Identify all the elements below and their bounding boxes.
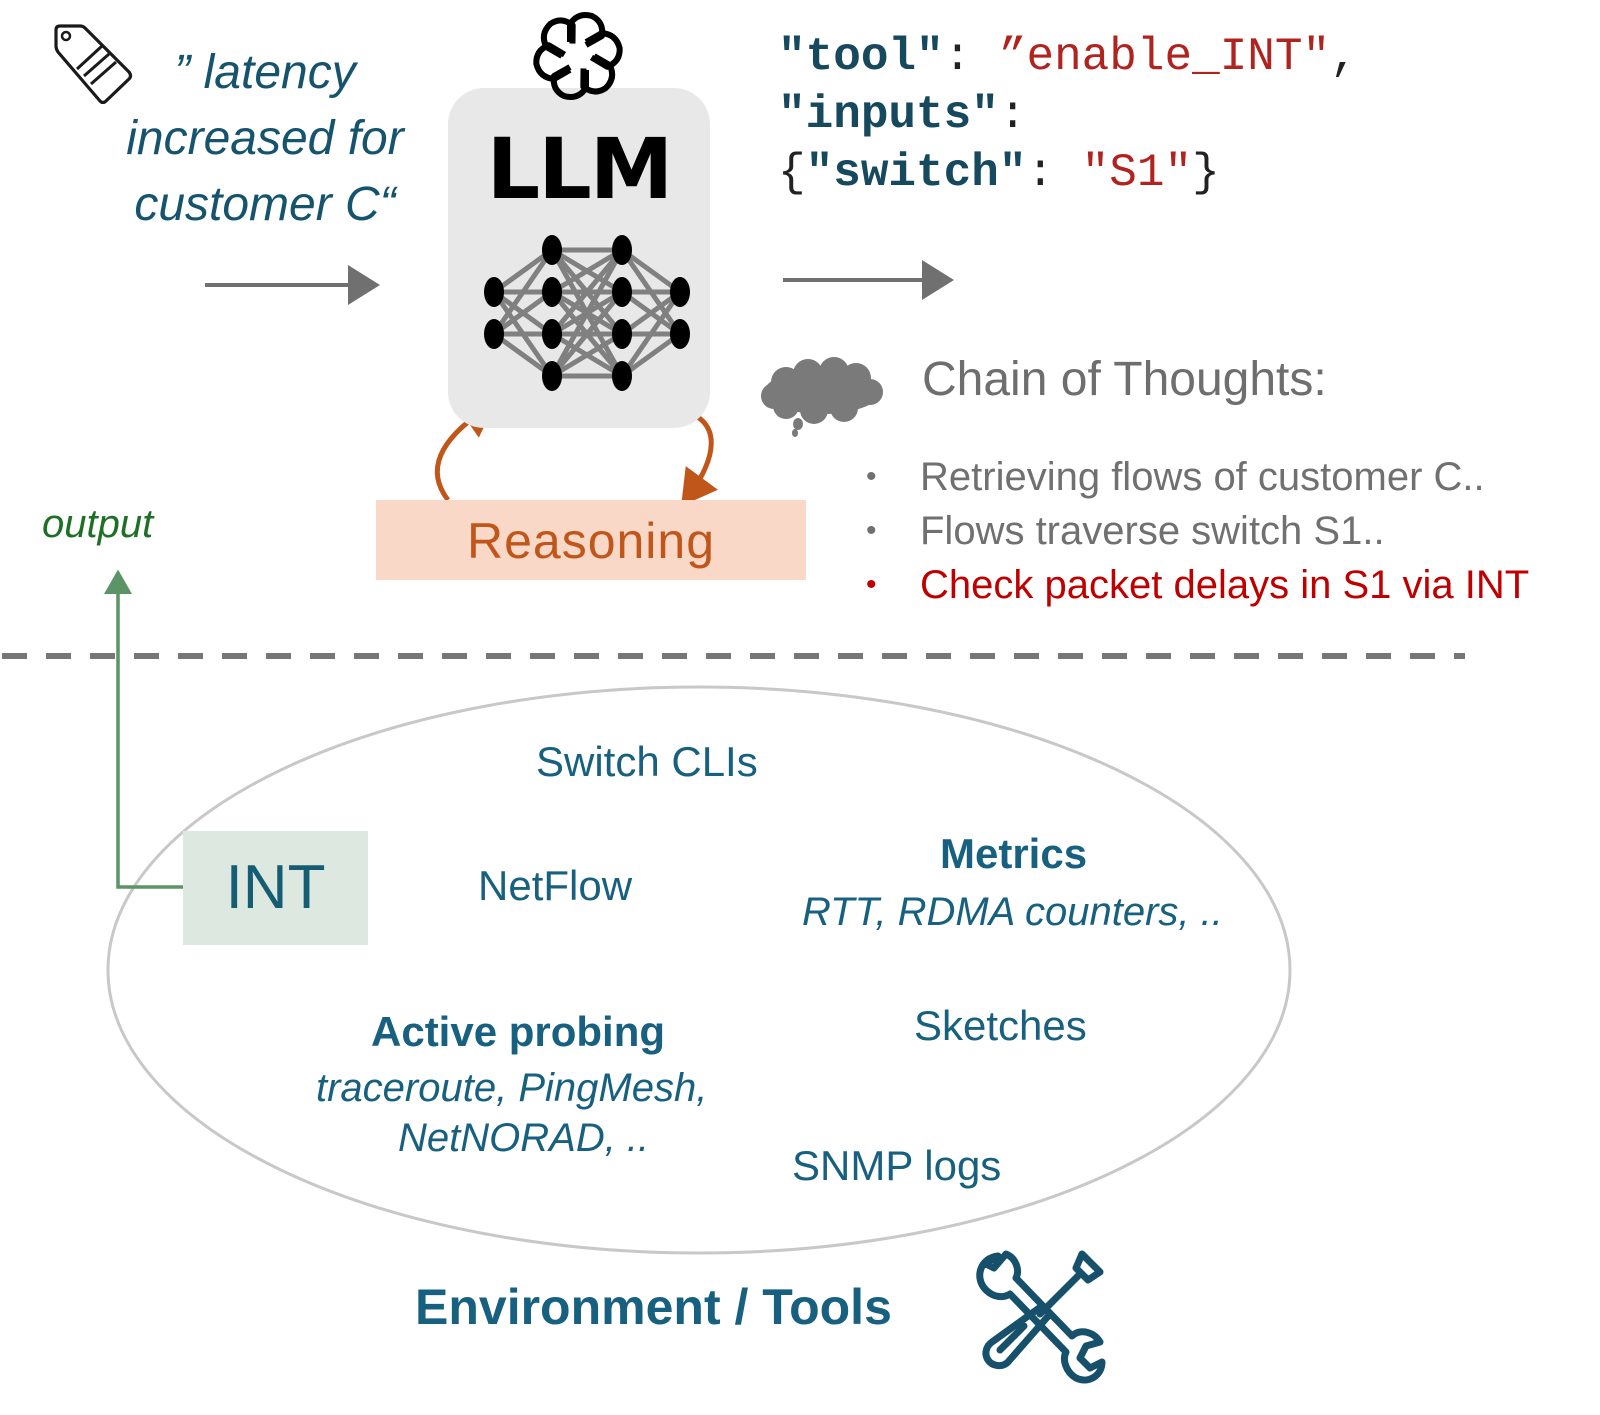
openai-logo-icon — [528, 6, 628, 106]
nn-node — [484, 277, 504, 307]
nn-edge — [549, 248, 625, 378]
nn-node — [612, 235, 632, 265]
inputs-key: "inputs" — [778, 89, 999, 141]
tag-icon — [54, 24, 133, 104]
nn-edge — [619, 290, 683, 378]
neural-network-icon — [484, 235, 690, 391]
nn-node — [612, 277, 632, 307]
chain-of-thoughts-title: Chain of Thoughts: — [922, 353, 1327, 406]
switch-key: "switch" — [805, 147, 1027, 199]
nn-edge — [550, 248, 624, 336]
tool-metrics-title: Metrics — [940, 830, 1088, 877]
nn-edge — [550, 290, 624, 378]
thought-cloud-icon — [761, 357, 883, 437]
nn-node — [542, 235, 562, 265]
tool-metrics-detail: RTT, RDMA counters, .. — [802, 890, 1223, 934]
tool-active-probing-detail-1: traceroute, PingMesh, — [316, 1066, 708, 1110]
tool-sketches: Sketches — [914, 1002, 1087, 1049]
llm-box — [448, 88, 710, 428]
nn-node — [612, 319, 632, 349]
nn-node — [542, 361, 562, 391]
nn-node — [484, 319, 504, 349]
nn-node — [670, 277, 690, 307]
reasoning-box: Reasoning — [376, 500, 806, 580]
nn-edge — [550, 331, 624, 379]
int-output-arrow — [104, 569, 183, 889]
nn-node — [612, 361, 632, 391]
tools-icon — [976, 1250, 1106, 1384]
nn-edge — [491, 248, 555, 336]
chain-of-thoughts-list: •Retrieving flows of customer C.. •Flows… — [862, 450, 1529, 612]
nn-edge — [492, 247, 554, 295]
tool-netflow: NetFlow — [478, 862, 633, 909]
nn-edge — [492, 289, 554, 337]
tool-switch-clis: Switch CLIs — [536, 738, 758, 785]
nn-node — [542, 319, 562, 349]
nn-edge — [620, 247, 682, 295]
nn-node — [670, 319, 690, 349]
thought-item: •Retrieving flows of customer C.. — [866, 455, 1485, 499]
tool-key: "tool" — [778, 31, 944, 83]
llm-label: LLM — [486, 120, 674, 218]
nn-node — [542, 277, 562, 307]
tool-snmp-logs: SNMP logs — [792, 1142, 1002, 1189]
thought-item: •Flows traverse switch S1.. — [866, 509, 1385, 553]
tool-call-json: "tool": ”enable_INT", "inputs": {"switch… — [778, 31, 1358, 199]
int-tool-box: INT — [183, 831, 368, 945]
nn-edge — [550, 247, 624, 295]
thought-item-highlighted: •Check packet delays in S1 via INT — [866, 563, 1530, 607]
nn-edge — [620, 289, 682, 337]
nn-edge — [620, 331, 682, 379]
switch-value: "S1" — [1081, 147, 1193, 199]
output-label: output — [42, 502, 154, 546]
environment-title: Environment / Tools — [415, 1279, 892, 1335]
tool-active-probing-title: Active probing — [371, 1008, 666, 1055]
nn-edge — [492, 331, 554, 379]
tool-active-probing-detail-2: NetNORAD, .. — [398, 1116, 650, 1160]
user-query: ” latency increased for customer C“ — [126, 46, 404, 231]
tool-value: ”enable_INT" — [998, 31, 1331, 83]
environment-ellipse — [106, 685, 1292, 1255]
